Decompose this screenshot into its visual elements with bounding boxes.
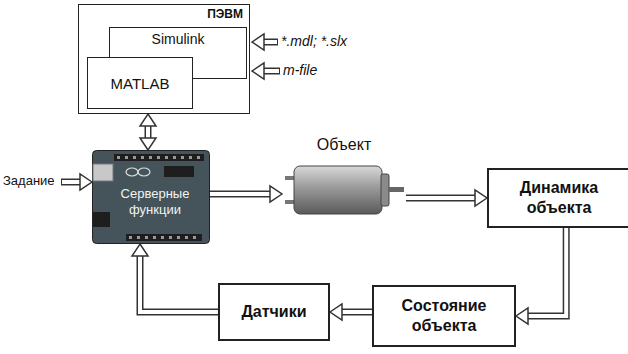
pin bbox=[149, 156, 152, 159]
node-text: Simulink bbox=[110, 28, 246, 47]
hollow-arrow bbox=[330, 304, 372, 320]
pin bbox=[177, 236, 180, 239]
node-text: ПЭВМ bbox=[207, 7, 243, 21]
hollow-arrow bbox=[516, 228, 566, 324]
pin bbox=[157, 156, 160, 159]
process-box: Состояние объекта bbox=[372, 285, 516, 347]
arrow-fill bbox=[210, 192, 271, 196]
arrow-outline bbox=[140, 255, 218, 312]
arrow-head bbox=[252, 34, 264, 50]
arrow-fill bbox=[341, 310, 372, 314]
pin bbox=[185, 236, 188, 239]
task-arrow bbox=[61, 174, 92, 190]
arrow-shaft bbox=[62, 180, 82, 184]
power-jack bbox=[93, 212, 110, 227]
pin bbox=[181, 156, 184, 159]
node-text: MATLAB bbox=[111, 75, 170, 92]
arrow-fill bbox=[406, 196, 476, 200]
arrow-fill bbox=[146, 125, 150, 139]
arrow-fill bbox=[527, 228, 566, 316]
pin bbox=[117, 156, 120, 159]
motor-object: Объект bbox=[282, 136, 406, 222]
usb-port bbox=[93, 164, 113, 181]
process-box: Динамика объекта bbox=[487, 168, 628, 228]
pin bbox=[133, 156, 136, 159]
pin bbox=[145, 236, 148, 239]
hollow-arrow bbox=[140, 114, 156, 150]
file-label: m-file bbox=[283, 62, 317, 78]
input-label: Задание bbox=[3, 173, 55, 188]
motor-body bbox=[294, 166, 382, 214]
node-text: Динамика объекта bbox=[489, 178, 628, 218]
arrow-fill bbox=[140, 255, 218, 312]
pin bbox=[197, 156, 200, 159]
pin-header bbox=[126, 234, 202, 241]
arrow-outline bbox=[145, 125, 152, 139]
arrow-outline bbox=[406, 195, 476, 202]
node-text: Датчики bbox=[235, 302, 312, 322]
process-box: Датчики bbox=[218, 283, 330, 341]
pin bbox=[125, 156, 128, 159]
pin bbox=[193, 236, 196, 239]
board-pcb bbox=[93, 151, 210, 244]
pin bbox=[165, 156, 168, 159]
file-arrow bbox=[252, 34, 278, 50]
pin-header bbox=[114, 154, 204, 161]
file-label: *.mdl; *.slx bbox=[281, 33, 347, 49]
arrow-head bbox=[330, 304, 342, 320]
node-text: Объект bbox=[282, 136, 406, 154]
pin bbox=[189, 156, 192, 159]
motor-shaft bbox=[388, 187, 404, 192]
arrow-head bbox=[270, 186, 282, 202]
arrow-shaft bbox=[263, 39, 278, 46]
logo bbox=[138, 168, 150, 176]
arrow-head bbox=[475, 190, 487, 206]
motor-cap bbox=[381, 174, 389, 206]
arrow-head bbox=[516, 308, 528, 324]
arrow-head bbox=[80, 174, 92, 190]
software-box: MATLAB bbox=[87, 57, 193, 109]
arrow-outline bbox=[341, 309, 372, 316]
pin bbox=[173, 156, 176, 159]
pin bbox=[161, 236, 164, 239]
pin bbox=[137, 236, 140, 239]
arrow-shaft bbox=[263, 68, 280, 75]
chip bbox=[164, 166, 194, 177]
arrow-head bbox=[140, 138, 156, 150]
arrow-outline bbox=[527, 228, 566, 316]
node-text: Серверные функции bbox=[106, 186, 204, 217]
logo bbox=[126, 168, 138, 176]
pin bbox=[129, 236, 132, 239]
computer-box: ПЭВМ SimulinkMATLAB bbox=[78, 4, 250, 114]
arrow-head bbox=[140, 114, 156, 126]
hollow-arrow bbox=[210, 186, 282, 202]
arrow-head bbox=[132, 244, 148, 256]
file-arrow bbox=[252, 63, 280, 79]
hollow-arrow bbox=[406, 190, 487, 206]
pin bbox=[169, 236, 172, 239]
pin bbox=[141, 156, 144, 159]
arrow-shaft bbox=[61, 179, 81, 186]
hollow-arrow bbox=[132, 244, 218, 312]
arrow-outline bbox=[210, 191, 271, 198]
pin bbox=[153, 236, 156, 239]
controller-board: Серверные функции bbox=[92, 150, 210, 244]
node-text: Состояние объекта bbox=[374, 296, 514, 336]
arrow-head bbox=[252, 63, 264, 79]
